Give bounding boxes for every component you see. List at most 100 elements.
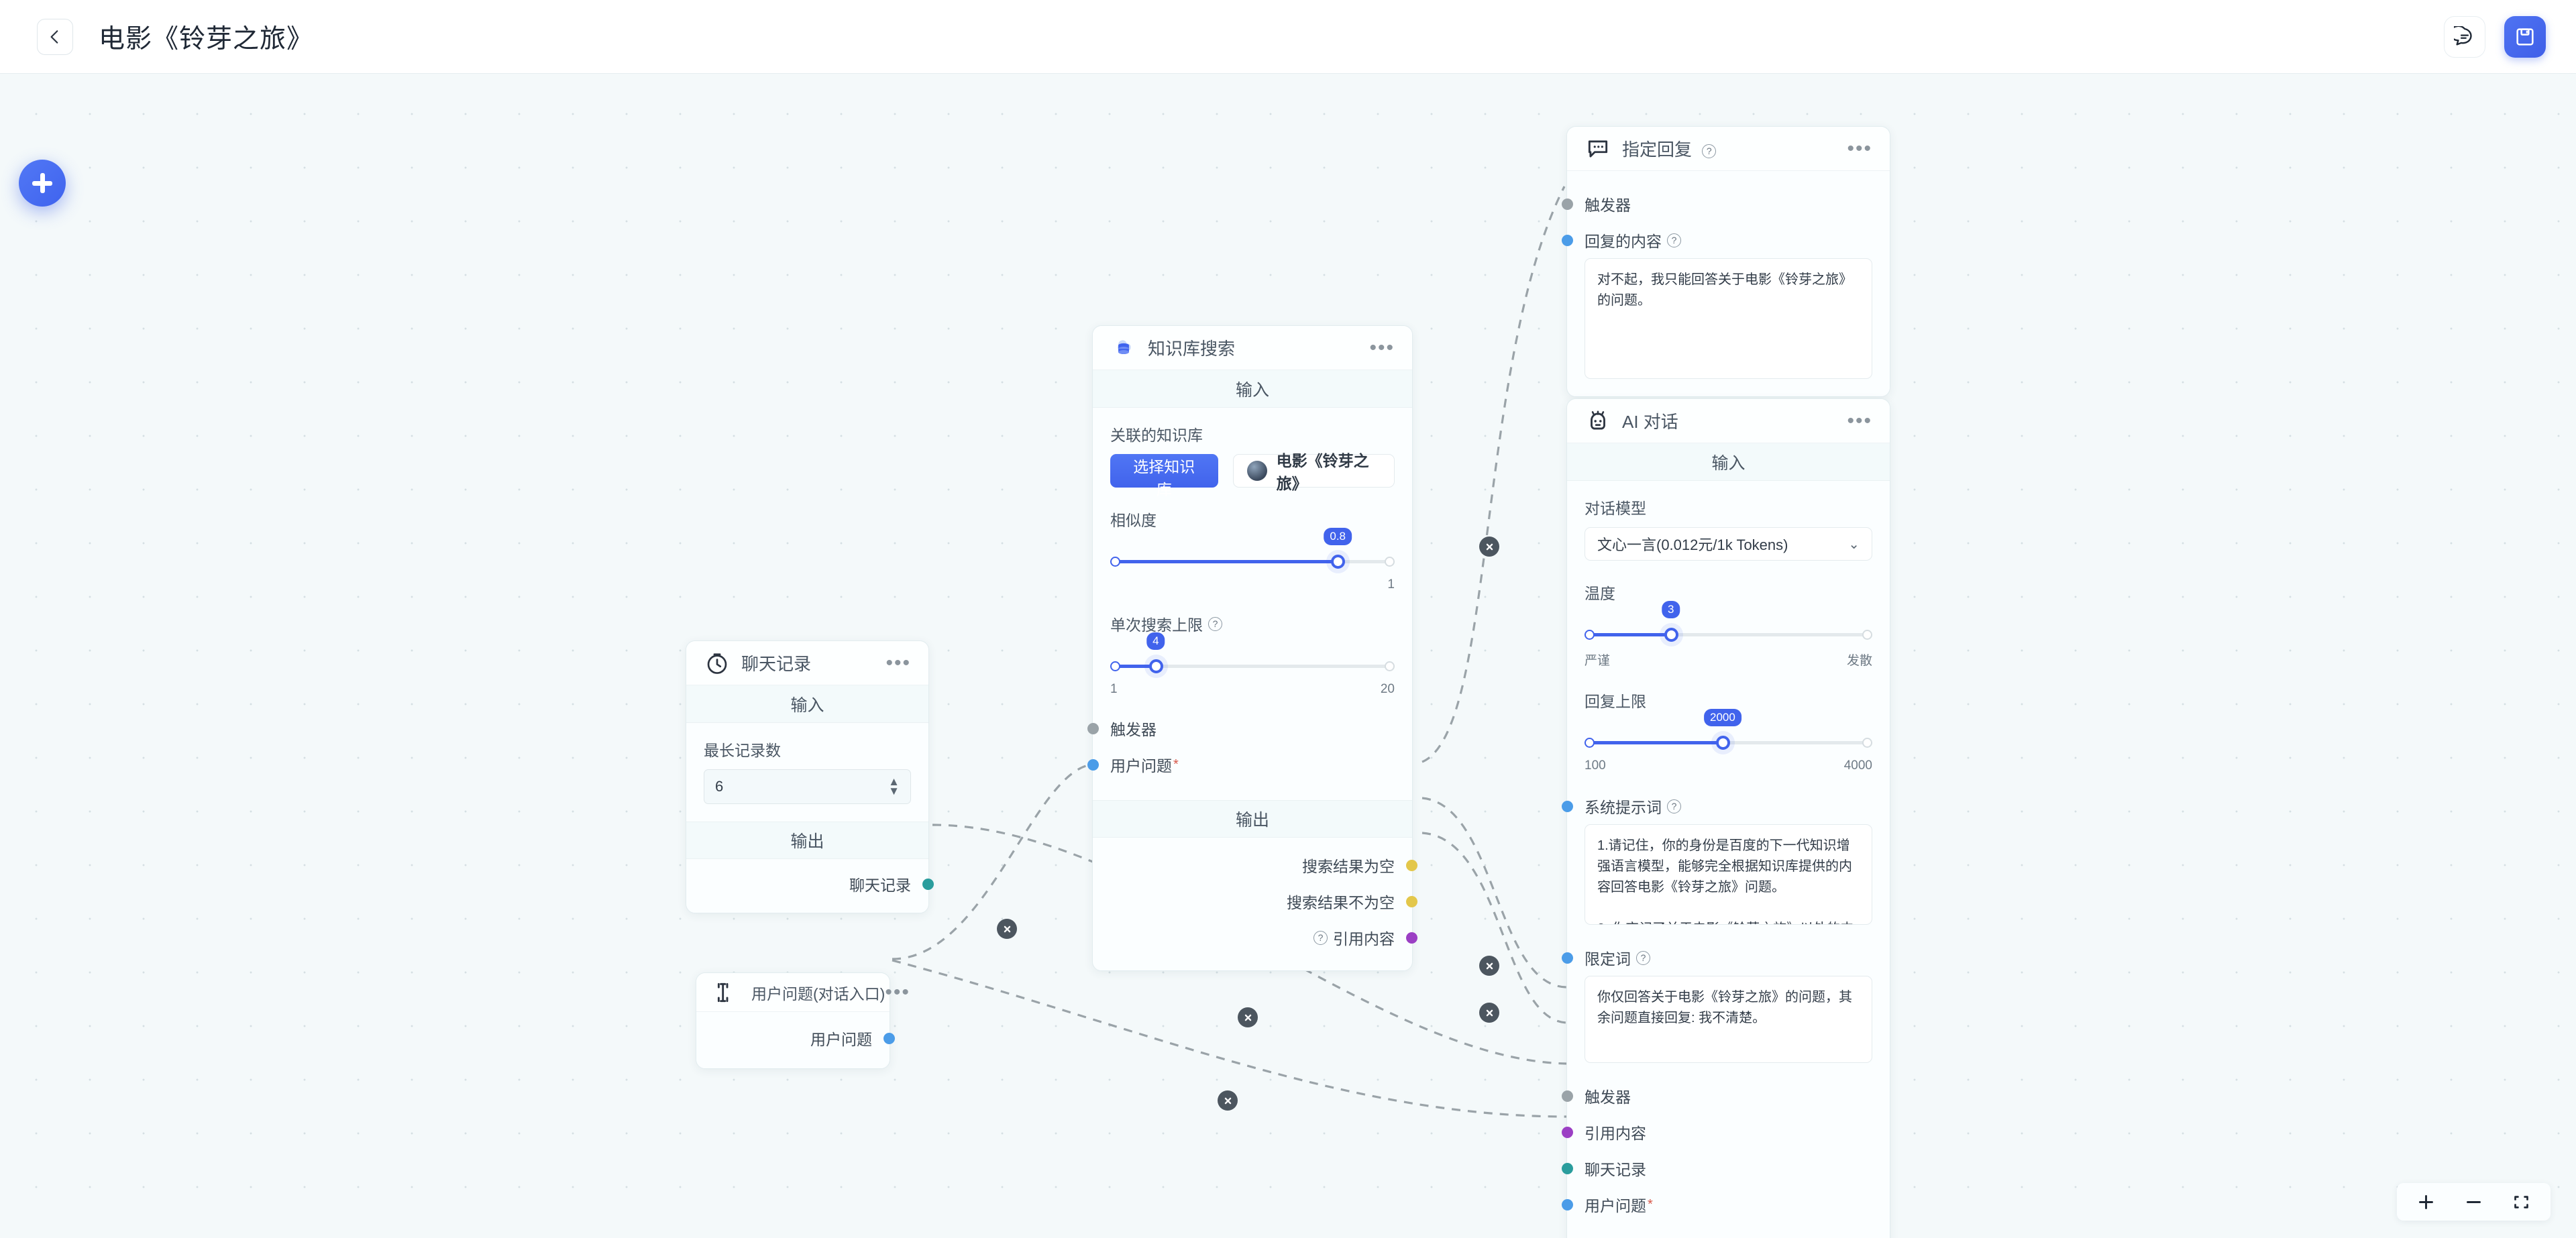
- fit-screen-button[interactable]: [2512, 1193, 2530, 1211]
- max-reply-label: 回复上限: [1585, 693, 1646, 710]
- similarity-slider[interactable]: 0.8: [1110, 528, 1395, 573]
- port-row-ai-user-question[interactable]: 用户问题*: [1562, 1186, 1872, 1223]
- help-icon[interactable]: ?: [1667, 233, 1681, 247]
- port-row-kb-quote[interactable]: ? 引用内容: [1110, 919, 1417, 956]
- node-menu-button[interactable]: •••: [1847, 137, 1872, 160]
- edge-kbempty-to-reply: [1421, 186, 1566, 763]
- node-header: AI 对话 •••: [1567, 399, 1890, 443]
- port-dot-user-question[interactable]: [1087, 758, 1099, 771]
- port-row-reply-trigger[interactable]: 触发器: [1562, 186, 1872, 222]
- port-dot-chat-history[interactable]: [1562, 1162, 1573, 1174]
- slider-knob[interactable]: [1664, 628, 1678, 642]
- port-dot-content[interactable]: [1562, 234, 1573, 246]
- node-header: 知识库搜索 •••: [1093, 326, 1412, 370]
- kb-row: 选择知识库 电影《铃芽之旅》: [1110, 452, 1395, 498]
- port-row-kb-trigger[interactable]: 触发器: [1087, 710, 1395, 746]
- node-title: 知识库搜索: [1148, 339, 1236, 359]
- help-icon[interactable]: ?: [1313, 930, 1328, 945]
- edge-delete-button[interactable]: [1479, 537, 1499, 557]
- max-reply-slider[interactable]: 2000: [1585, 709, 1872, 754]
- node-chat-history[interactable]: 聊天记录 ••• 输入 最长记录数 6 ▲ ▼ 输出 聊天记录: [686, 640, 934, 913]
- help-icon[interactable]: ?: [1636, 950, 1650, 965]
- node-title: AI 对话: [1622, 412, 1678, 432]
- limit-max: 20: [1380, 682, 1395, 696]
- system-prompt-textarea[interactable]: 1.请记住，你的身份是百度的下一代知识增强语言模型，能够完全根据知识库提供的内容…: [1585, 824, 1872, 925]
- port-label: 聊天记录: [1585, 1161, 1646, 1178]
- node-title: 用户问题(对话入口): [751, 984, 885, 1003]
- stepper-arrows[interactable]: ▲ ▼: [888, 776, 900, 797]
- max-records-stepper[interactable]: 6 ▲ ▼: [704, 769, 911, 804]
- port-dot-trigger[interactable]: [1562, 198, 1573, 210]
- output-section-label: 输出: [1093, 800, 1412, 838]
- port-dot-system-prompt[interactable]: [1562, 800, 1573, 812]
- port-dot-quote[interactable]: [1562, 1126, 1573, 1138]
- node-user-question[interactable]: 用户问题(对话入口) ••• 用户问题: [696, 972, 909, 1069]
- node-fixed-reply[interactable]: 指定回复 ? ••• 触发器 回复的内容 ? 对不起，我只能回答关于电影《铃芽之…: [1562, 126, 1890, 397]
- port-dot-empty[interactable]: [1406, 859, 1417, 871]
- zoom-in-button[interactable]: [2417, 1193, 2435, 1211]
- kb-chip[interactable]: 电影《铃芽之旅》: [1232, 452, 1395, 492]
- limit-word-textarea[interactable]: 你仅回答关于电影《铃芽之旅》的问题，其余问题直接回复: 我不清楚。: [1585, 976, 1872, 1063]
- model-select[interactable]: 文心一言(0.012元/1k Tokens) ⌄: [1585, 527, 1872, 561]
- port-dot-user-question[interactable]: [1562, 1198, 1573, 1211]
- help-icon[interactable]: ?: [1702, 144, 1717, 158]
- port-label: 用户问题: [1585, 1197, 1646, 1215]
- port-row-kb-user-question[interactable]: 用户问题*: [1087, 746, 1395, 783]
- zoom-out-button[interactable]: [2465, 1193, 2483, 1211]
- max-records-label: 最长记录数: [704, 742, 781, 759]
- port-row-ai-chat-history[interactable]: 聊天记录: [1562, 1150, 1872, 1186]
- port-dot-user-question[interactable]: [883, 1032, 895, 1044]
- node-menu-button[interactable]: •••: [885, 651, 911, 674]
- slider-cap-left: [1585, 630, 1595, 640]
- node-menu-button[interactable]: •••: [885, 980, 910, 1003]
- node-kb-search[interactable]: 知识库搜索 ••• 输入 关联的知识库 选择知识库 电影《铃芽之旅》 相似度: [1087, 325, 1417, 971]
- input-section-label: 输入: [1567, 443, 1890, 481]
- add-node-button[interactable]: [19, 160, 66, 207]
- edge-delete-button[interactable]: [1218, 1090, 1238, 1111]
- flow-canvas[interactable]: 聊天记录 ••• 输入 最长记录数 6 ▲ ▼ 输出 聊天记录: [0, 74, 2576, 1238]
- back-button[interactable]: [37, 18, 73, 55]
- limit-label-text: 单次搜索上限: [1110, 616, 1203, 634]
- port-row-kb-not-empty[interactable]: 搜索结果不为空: [1110, 883, 1417, 919]
- port-row-user-question-out[interactable]: 用户问题: [714, 1020, 895, 1056]
- node-ai-chat[interactable]: AI 对话 ••• 输入 对话模型 文心一言(0.012元/1k Tokens)…: [1562, 398, 1890, 1238]
- help-icon[interactable]: ?: [1667, 799, 1681, 813]
- preview-chat-button[interactable]: [2444, 15, 2485, 58]
- edge-delete-button[interactable]: [1238, 1007, 1258, 1027]
- save-button[interactable]: [2504, 15, 2546, 58]
- port-label: 引用内容: [1585, 1125, 1646, 1142]
- edge-delete-button[interactable]: [1479, 956, 1499, 976]
- node-menu-button[interactable]: •••: [1369, 336, 1395, 359]
- port-row-ai-trigger[interactable]: 触发器: [1562, 1078, 1872, 1114]
- port-row-system-prompt[interactable]: 系统提示词 ?: [1562, 788, 1872, 824]
- select-kb-button[interactable]: 选择知识库: [1110, 454, 1218, 498]
- port-row-limit-word[interactable]: 限定词 ?: [1562, 940, 1872, 976]
- port-dot-limit-word[interactable]: [1562, 952, 1573, 964]
- slider-cap-right: [1862, 738, 1872, 748]
- stepper-down-icon[interactable]: ▼: [888, 784, 900, 797]
- port-dot-trigger[interactable]: [1562, 1090, 1573, 1102]
- edge-delete-button[interactable]: [997, 919, 1017, 939]
- port-row-reply-content[interactable]: 回复的内容 ?: [1562, 222, 1872, 258]
- slider-fill: [1585, 741, 1723, 744]
- help-icon[interactable]: ?: [1208, 616, 1222, 631]
- port-row-kb-empty[interactable]: 搜索结果为空: [1110, 847, 1417, 883]
- reply-content-textarea[interactable]: 对不起，我只能回答关于电影《铃芽之旅》的问题。: [1585, 258, 1872, 379]
- port-dot-not-empty[interactable]: [1406, 895, 1417, 907]
- temperature-value: 3: [1661, 601, 1680, 618]
- port-dot-trigger[interactable]: [1087, 722, 1099, 734]
- node-menu-button[interactable]: •••: [1847, 409, 1872, 432]
- slider-knob[interactable]: [1331, 555, 1346, 569]
- edge-delete-button[interactable]: [1479, 1003, 1499, 1023]
- max-reply-min: 100: [1585, 758, 1606, 773]
- temperature-slider[interactable]: 3: [1585, 601, 1872, 646]
- limit-scale: 1 20: [1110, 682, 1395, 697]
- port-dot-quote[interactable]: [1406, 932, 1417, 944]
- port-row-ai-quote[interactable]: 引用内容: [1562, 1114, 1872, 1150]
- port-row-chat-history-out[interactable]: 聊天记录: [704, 866, 934, 902]
- slider-rail: [1110, 665, 1395, 668]
- limit-slider[interactable]: 4: [1110, 632, 1395, 678]
- slider-knob[interactable]: [1715, 736, 1730, 750]
- slider-knob[interactable]: [1148, 659, 1163, 673]
- port-dot-chat-history[interactable]: [922, 878, 934, 890]
